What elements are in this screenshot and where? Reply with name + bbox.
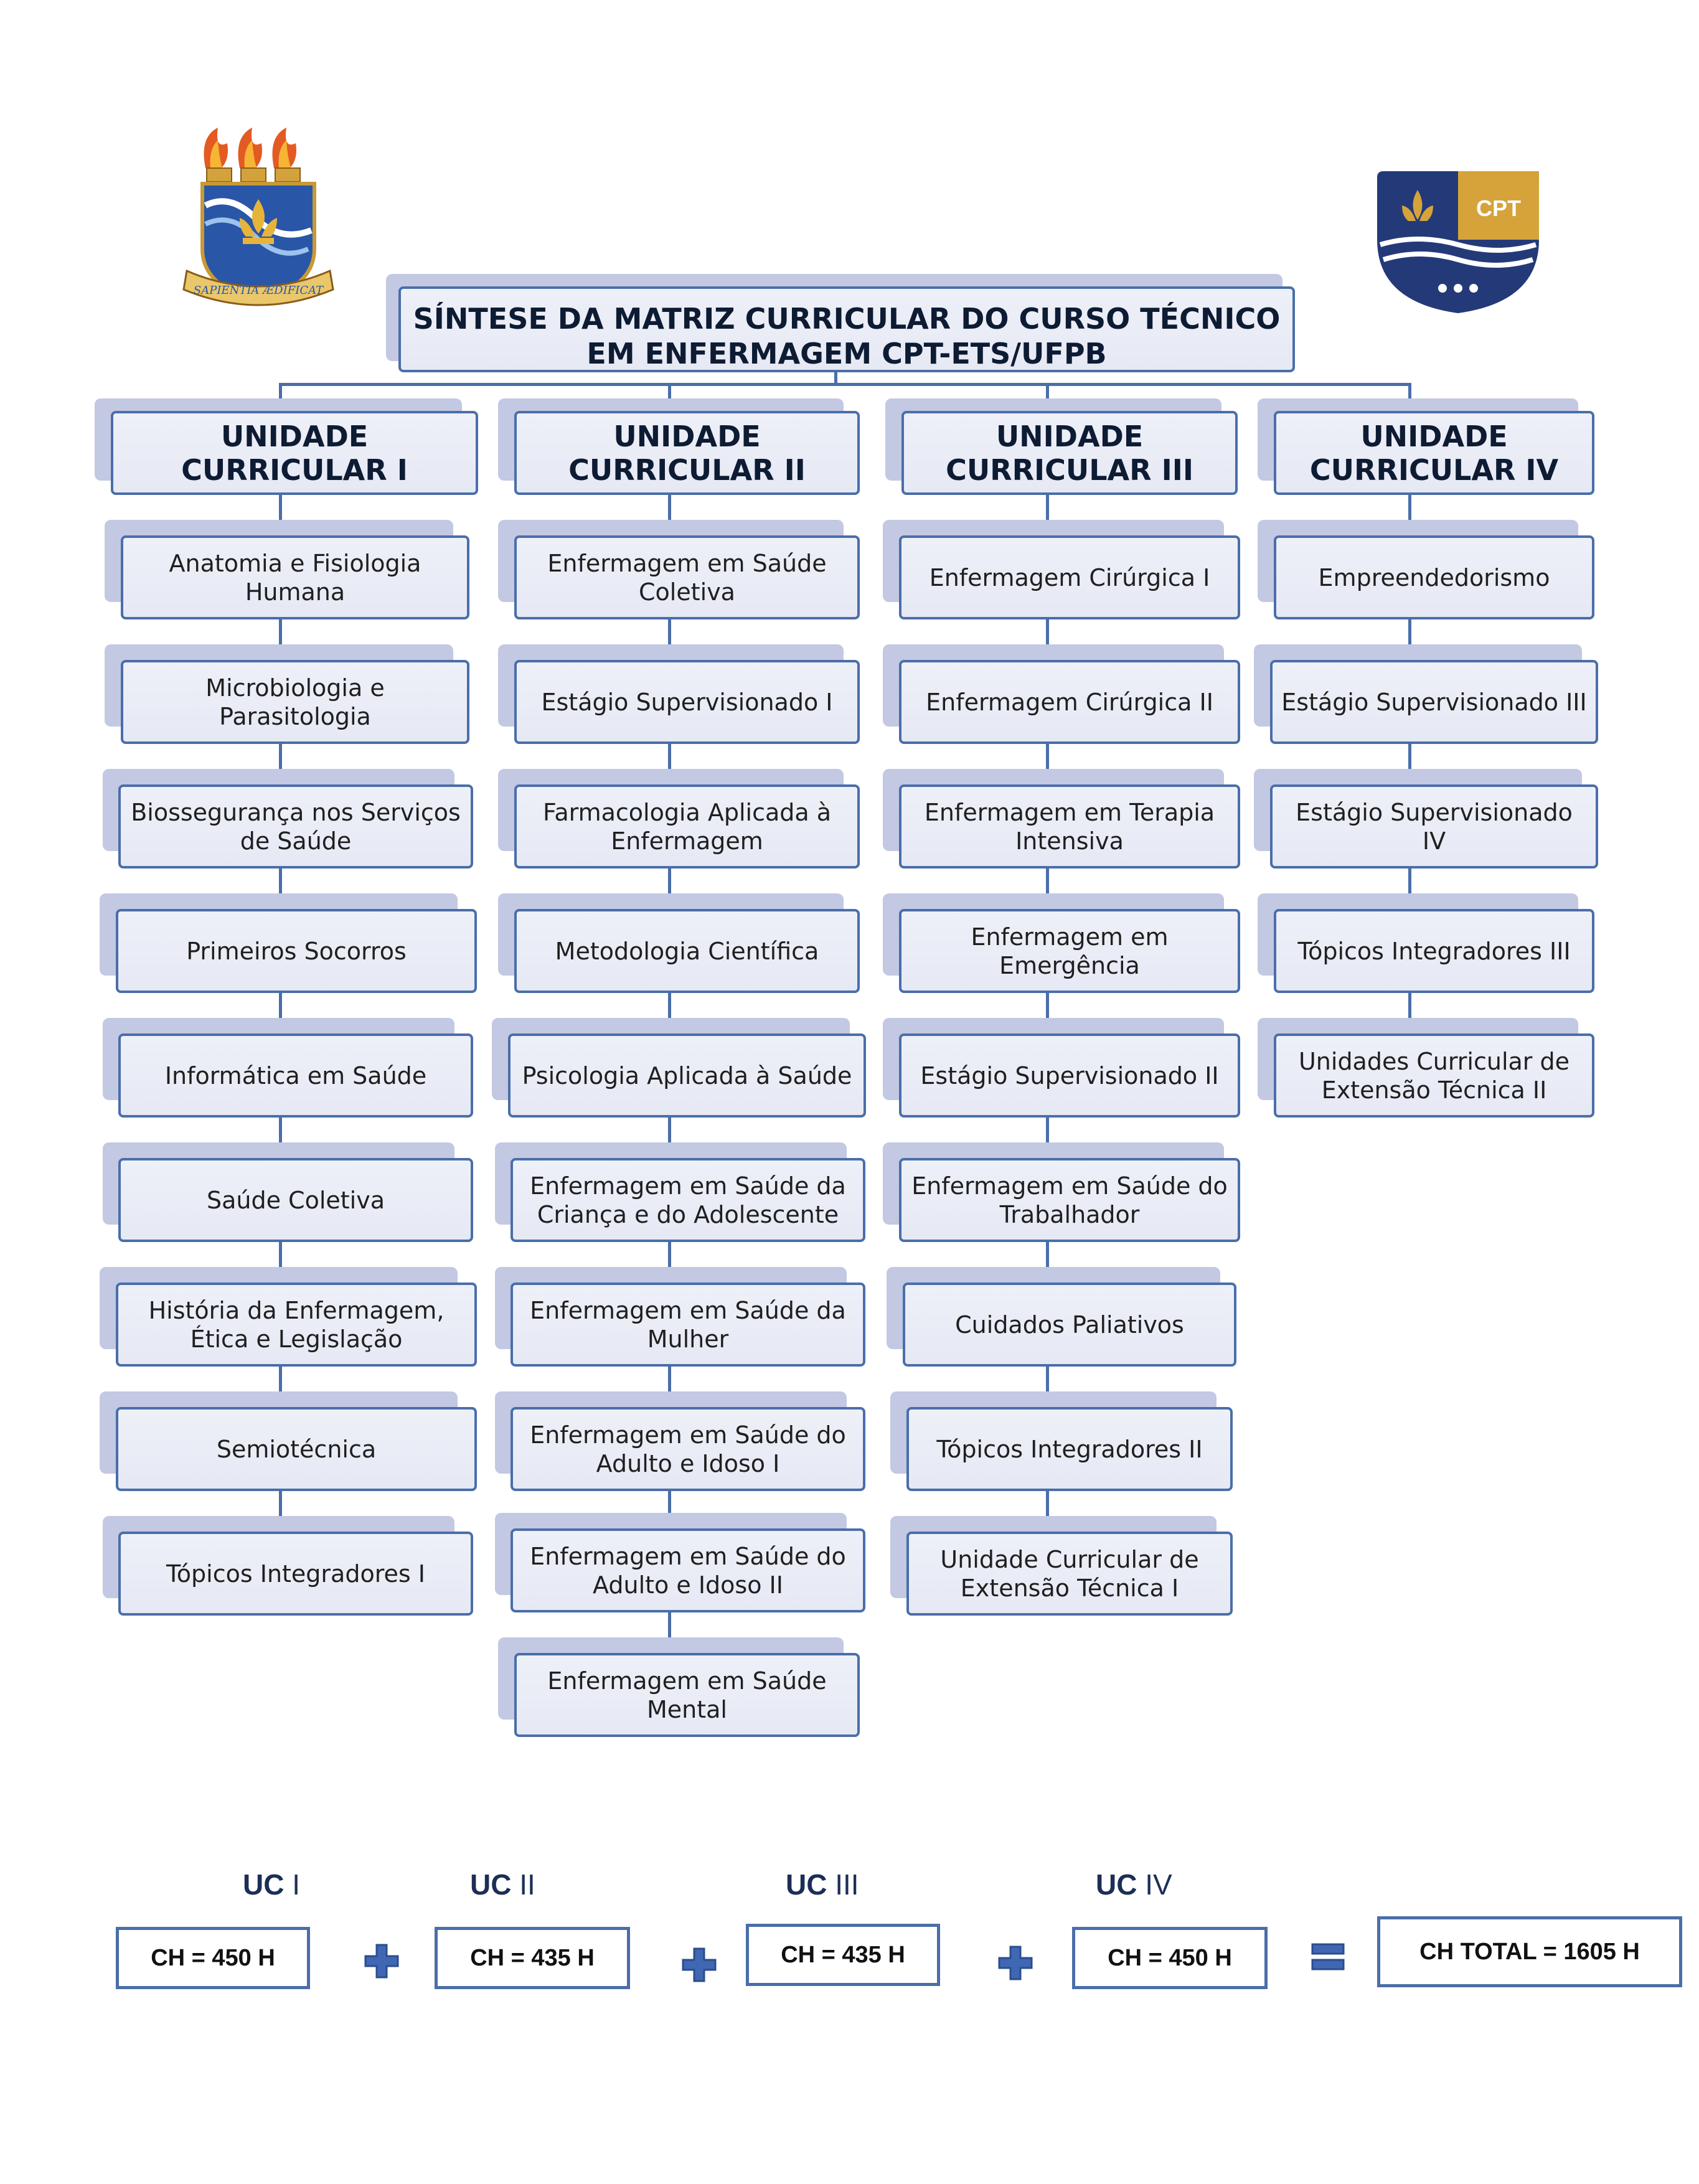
course-box: Farmacologia Aplicada à Enfermagem [514,784,860,868]
course-box: Primeiros Socorros [116,909,477,993]
course-box: Metodologia Científica [514,909,860,993]
svg-text:SAPIENTIA ÆDIFICAT: SAPIENTIA ÆDIFICAT [194,284,324,297]
uc-prefix: UC [786,1868,827,1901]
unit-heading-3: UNIDADE CURRICULAR III [901,411,1238,495]
course-box: Psicologia Aplicada à Saúde [508,1033,866,1118]
course-box: Enfermagem em Saúde Mental [514,1653,860,1737]
course-box: Enfermagem em Saúde do Adulto e Idoso I [511,1407,865,1491]
plus-icon [682,1947,717,1982]
course-box: Informática em Saúde [118,1033,473,1118]
course-box: Enfermagem em Saúde da Criança e do Adol… [511,1158,865,1242]
total-hours-box: CH TOTAL = 1605 H [1377,1916,1682,1987]
course-box: Tópicos Integradores II [906,1407,1233,1491]
course-box: Enfermagem em Emergência [899,909,1240,993]
course-box: Estágio Supervisionado II [899,1033,1240,1118]
uc-prefix: UC [243,1868,285,1901]
unit-heading-4: UNIDADE CURRICULAR IV [1274,411,1594,495]
course-box: Microbiologia e Parasitologia [121,660,469,744]
plus-icon [364,1944,399,1979]
connector [279,492,282,1525]
svg-text:CPT: CPT [1476,195,1521,221]
equals-icon [1311,1943,1345,1970]
course-box: Biossegurança nos Serviços de Saúde [118,784,473,868]
hours-box-1: CH = 450 H [116,1927,310,1989]
uc-numeral: IV [1145,1868,1172,1901]
course-box: Anatomia e Fisiologia Humana [121,535,469,619]
course-box: Cuidados Paliativos [903,1283,1236,1367]
cpt-shield-icon: CPT [1377,171,1539,313]
uc-label-4: UC IV [1096,1868,1172,1901]
hours-box-3: CH = 435 H [746,1924,940,1986]
page-title: SÍNTESE DA MATRIZ CURRICULAR DO CURSO TÉ… [398,286,1295,372]
uc-numeral: III [835,1868,859,1901]
course-box: Estágio Supervisionado III [1270,660,1598,744]
course-box: Unidade Curricular de Extensão Técnica I [906,1532,1233,1616]
course-box: Tópicos Integradores III [1274,909,1594,993]
course-box: Enfermagem Cirúrgica I [899,535,1240,619]
course-box: Empreendedorismo [1274,535,1594,619]
course-box: Enfermagem Cirúrgica II [899,660,1240,744]
uc-numeral: I [292,1868,301,1901]
course-box: Enfermagem em Terapia Intensiva [899,784,1240,868]
uc-numeral: II [519,1868,535,1901]
uc-label-1: UC I [243,1868,300,1901]
course-box: História da Enfermagem, Ética e Legislaç… [116,1283,477,1367]
uc-label-2: UC II [470,1868,535,1901]
uc-prefix: UC [1096,1868,1137,1901]
unit-heading-2: UNIDADE CURRICULAR II [514,411,860,495]
connector [1408,492,1411,1033]
connector [1046,492,1049,1525]
unit-heading-1: UNIDADE CURRICULAR I [111,411,478,495]
course-box: Tópicos Integradores I [118,1532,473,1616]
uc-label-3: UC III [786,1868,859,1901]
connector [834,372,837,385]
hours-box-4: CH = 450 H [1072,1927,1268,1989]
course-box: Enfermagem em Saúde da Mulher [511,1283,865,1367]
plus-icon [998,1946,1033,1980]
course-box: Estágio Supervisionado I [514,660,860,744]
course-box: Enfermagem em Saúde do Adulto e Idoso II [511,1528,865,1612]
course-box: Semiotécnica [116,1407,477,1491]
connector [279,383,1409,386]
course-box: Enfermagem em Saúde Coletiva [514,535,860,619]
course-box: Saúde Coletiva [118,1158,473,1242]
course-box: Unidades Curricular de Extensão Técnica … [1274,1033,1594,1118]
course-box: Enfermagem em Saúde do Trabalhador [899,1158,1240,1242]
ufpb-crest-icon: SAPIENTIA ÆDIFICAT [182,128,334,306]
course-box: Estágio Supervisionado IV [1270,784,1598,868]
hours-box-2: CH = 435 H [435,1927,630,1989]
uc-prefix: UC [470,1868,512,1901]
